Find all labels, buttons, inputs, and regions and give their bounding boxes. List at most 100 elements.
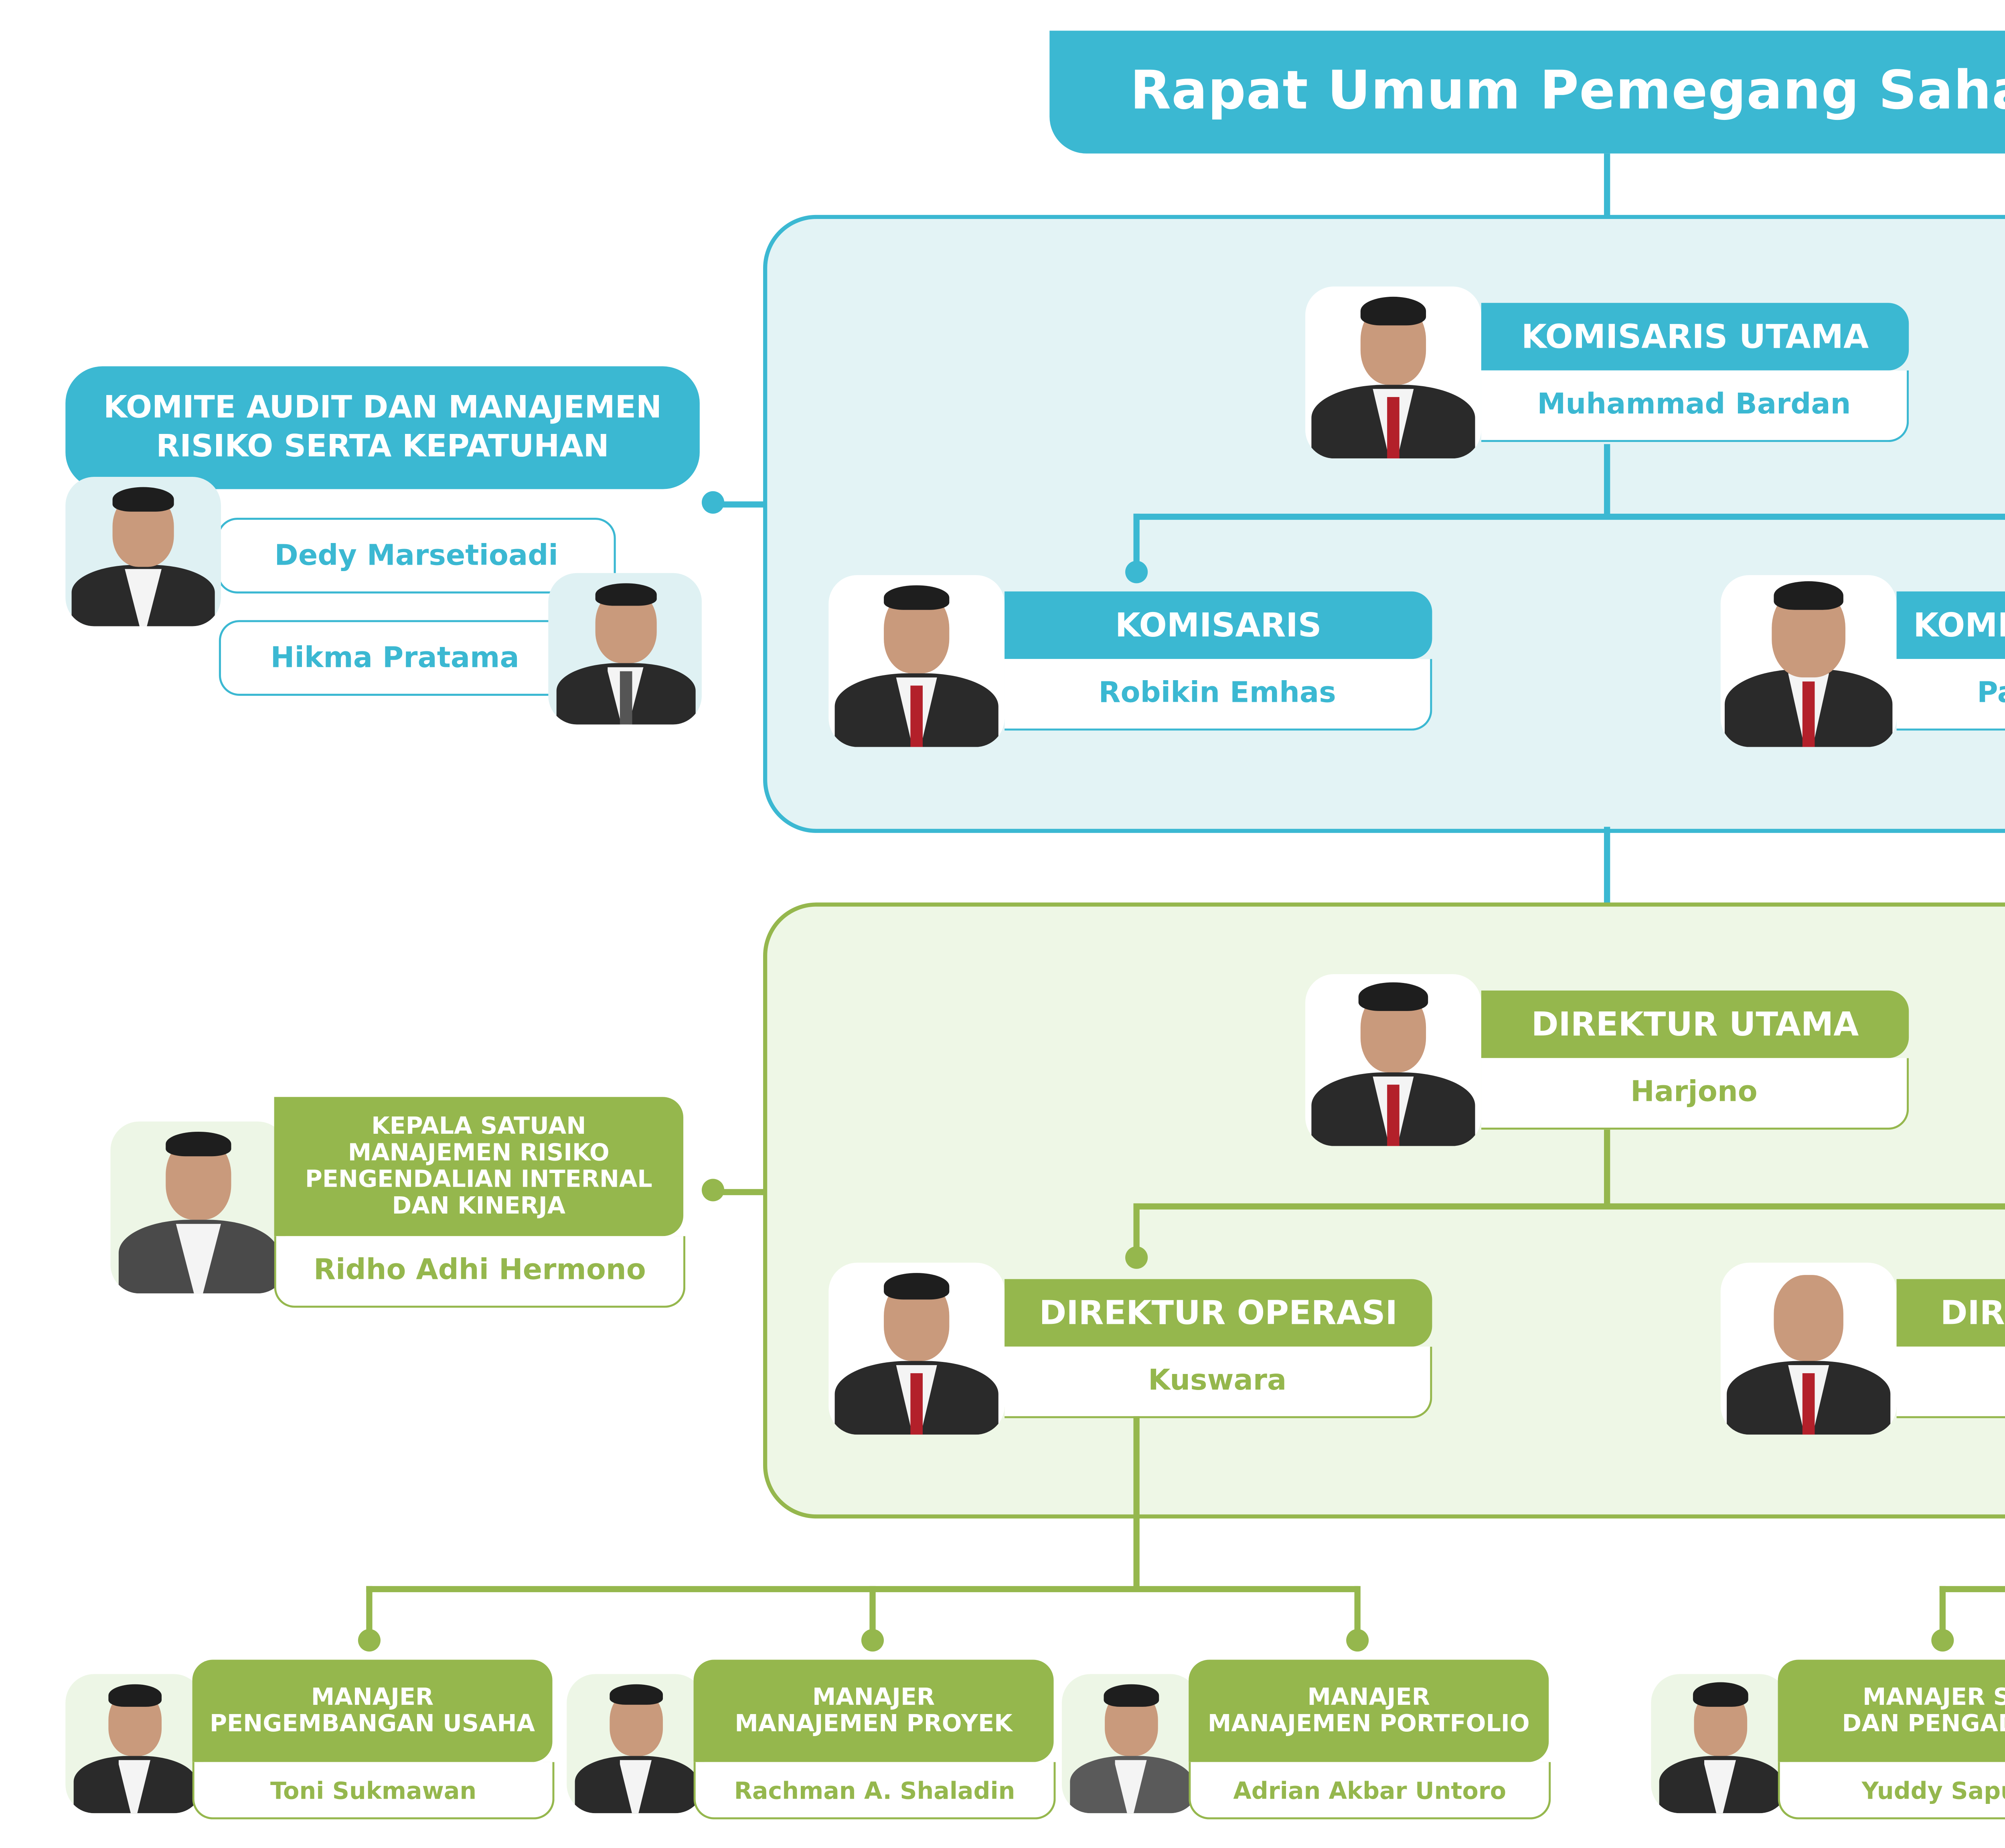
card-komisaris[interactable]: KOMISARIS Robikin Emhas [828,575,1432,747]
role-label: KEPALA SATUAN MANAJEMEN RISIKO PENGENDAL… [274,1097,684,1236]
card-hikma-pratama[interactable]: Hikma Pratama [219,573,702,725]
role-line1: MANAJER [1307,1683,1430,1712]
connector-line [1354,1586,1360,1635]
card-manajer-pengembangan-usaha[interactable]: MANAJER PENGEMBANGAN USAHA Toni Sukmawan [65,1660,555,1820]
person-portrait-icon [1651,1674,1788,1814]
card-komisaris-utama[interactable]: KOMISARIS UTAMA Muhammad Bardan [1305,286,1909,459]
connector-line [869,1586,875,1635]
role-label: DIREKTUR OPERASI [1005,1279,1432,1347]
connector-dot [701,1179,725,1202]
audit-committee-title-line2: RISIKO SERTA KEPATUHAN [156,428,609,465]
connector-dot [358,1629,381,1652]
person-portrait-icon [65,477,221,626]
connector-line [366,1586,1359,1591]
connector-line [1939,1586,1945,1635]
name-label: Rudy Hertanto [1896,1346,2005,1418]
role-line1: MANAJER [812,1683,935,1712]
role-label: DIREKTUR UTAMA [1481,990,1909,1058]
name-label: Paringotan Madikarl [1896,659,2005,731]
chart-title: Rapat Umum Pemegang Saham [1130,61,2005,123]
person-portrait-icon [1062,1674,1199,1814]
name-label: Rachman A. Shaladin [693,1762,1056,1820]
connector-line [1604,827,1609,905]
role-label: MANAJER PENGEMBANGAN USAHA [192,1660,553,1762]
connector-line [1133,513,2005,519]
connector-line [714,501,766,507]
person-portrait-icon [567,1674,704,1814]
person-portrait-icon [65,1674,203,1814]
name-label: Harjono [1481,1058,1909,1130]
role-label: KOMISARIS UTAMA [1481,303,1909,371]
connector-dot [861,1629,884,1652]
connector-line [1133,1203,2005,1209]
connector-line [1604,444,1609,518]
role-line2: DAN PENGADAAN [1842,1709,2005,1738]
role-line2: MANAJEMEN PORTFOLIO [1207,1709,1530,1738]
card-direktur-keuangan[interactable]: DIREKTUR KEUANGAN Rudy Hertanto [1720,1262,2005,1435]
connector-dot [1125,1246,1148,1269]
card-manajer-manajemen-portfolio[interactable]: MANAJER MANAJEMEN PORTFOLIO Adrian Akbar… [1061,1660,1551,1820]
photo-rudy-hertanto [1720,1262,1897,1435]
person-portrait-icon [828,1263,1005,1435]
photo-robikin-emhas [828,575,1005,747]
photo-hikma-pratama [548,573,702,725]
card-manajer-sdm-dan-pengadaan[interactable]: MANAJER SDM DAN PENGADAAN Yuddy Saputra [1651,1660,2005,1820]
photo-harjono [1305,974,1481,1146]
role-line: KEPALA SATUAN [371,1112,586,1141]
person-portrait-icon [548,573,702,725]
connector-dot [1125,561,1148,584]
role-label: DIREKTUR KEUANGAN [1896,1279,2005,1347]
person-portrait-icon [828,575,1005,747]
role-label: KOMISARIS INDEPENDEN [1896,591,2005,659]
role-label: MANAJER MANAJEMEN PROYEK [693,1660,1054,1762]
photo-kuswara [828,1262,1005,1435]
audit-committee-title-line1: KOMITE AUDIT DAN MANAJEMEN [103,388,662,425]
role-line2: PENGEMBANGAN USAHA [210,1709,535,1738]
connector-line [1939,1586,2005,1591]
person-portrait-icon [111,1121,287,1294]
photo-paringotan-madikarl [1720,575,1897,747]
photo-toni-sukmawan [65,1674,203,1814]
connector-line [1604,1129,1609,1208]
connector-dot [701,491,725,514]
connector-line [1133,513,1139,567]
role-line: DAN KINERJA [392,1191,566,1220]
name-label: Ridho Adhi Hermono [274,1236,686,1308]
photo-yuddy-saputra [1651,1674,1788,1814]
role-line1: MANAJER [311,1683,434,1712]
person-portrait-icon [1721,1263,1897,1435]
name-label: Hikma Pratama [219,620,571,696]
person-portrait-icon [1305,974,1481,1146]
connector-line [714,1189,766,1194]
person-portrait-icon [1721,575,1897,747]
card-kepala-satuan-manajemen-risiko[interactable]: KEPALA SATUAN MANAJEMEN RISIKO PENGENDAL… [110,1097,686,1310]
photo-adrian-akbar-untoro [1061,1674,1199,1814]
connector-line [366,1586,372,1635]
card-direktur-utama[interactable]: DIREKTUR UTAMA Harjono [1305,974,1909,1146]
photo-muhammad-bardan [1305,286,1481,459]
card-komisaris-independen[interactable]: KOMISARIS INDEPENDEN Paringotan Madikarl [1720,575,2005,747]
name-label: Toni Sukmawan [192,1762,555,1820]
role-line1: MANAJER SDM [1862,1683,2005,1712]
role-label: KOMISARIS [1005,591,1432,659]
audit-committee-header: KOMITE AUDIT DAN MANAJEMEN RISIKO SERTA … [65,366,700,489]
card-dedy-marsetioadi[interactable]: Dedy Marsetioadi [65,476,616,626]
connector-line [1133,1203,1139,1253]
card-manajer-manajemen-proyek[interactable]: MANAJER MANAJEMEN PROYEK Rachman A. Shal… [567,1660,1056,1820]
card-direktur-operasi[interactable]: DIREKTUR OPERASI Kuswara [828,1262,1432,1435]
role-line: PENGENDALIAN INTERNAL [305,1164,652,1194]
role-label: MANAJER MANAJEMEN PORTFOLIO [1189,1660,1549,1762]
name-label: Muhammad Bardan [1481,370,1909,442]
photo-dedy-marsetioadi [65,476,221,626]
name-label: Adrian Akbar Untoro [1189,1762,1551,1820]
role-label: MANAJER SDM DAN PENGADAAN [1778,1660,2005,1762]
name-label: Kuswara [1005,1346,1432,1418]
name-label: Dedy Marsetioadi [217,518,616,594]
photo-rachman-a-shaladin [567,1674,704,1814]
person-portrait-icon [1305,286,1481,459]
connector-dot [1931,1629,1954,1652]
role-line2: MANAJEMEN PROYEK [735,1709,1013,1738]
role-line: MANAJEMEN RISIKO [348,1138,610,1167]
connector-line [1133,1416,1139,1591]
